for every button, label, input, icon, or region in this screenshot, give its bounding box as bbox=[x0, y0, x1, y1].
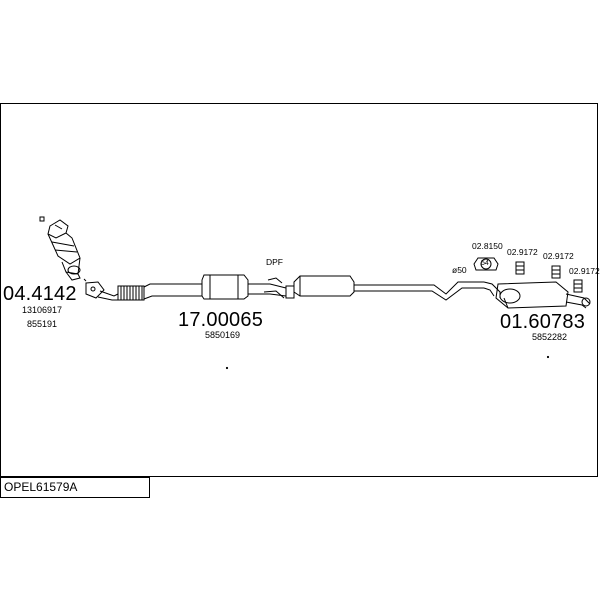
diagram-frame bbox=[0, 103, 598, 477]
oem-number: 5852282 bbox=[532, 332, 568, 342]
mount-number[interactable]: 02.9172 bbox=[507, 247, 538, 257]
bracket-size-label: 54 bbox=[481, 260, 489, 267]
dot-marker bbox=[225, 366, 229, 370]
mount-02-8150-drawing[interactable] bbox=[473, 257, 499, 271]
mount-number[interactable]: 02.9172 bbox=[569, 266, 600, 276]
oem-number: 5850169 bbox=[205, 330, 241, 340]
part-number-rear-silencer[interactable]: 01.60783 bbox=[500, 311, 586, 333]
dpf-label: DPF bbox=[266, 257, 283, 267]
reference-code: OPEL61579A bbox=[0, 477, 150, 498]
mount-number[interactable]: 02.9172 bbox=[543, 251, 574, 261]
oem-number: 855191 bbox=[27, 319, 58, 329]
mount-02-9172-c-drawing[interactable] bbox=[573, 279, 583, 293]
front-pipe-drawing[interactable] bbox=[39, 216, 202, 301]
mount-number[interactable]: 02.8150 bbox=[472, 241, 503, 251]
rear-silencer-drawing[interactable] bbox=[483, 281, 591, 309]
diameter-label: ø50 bbox=[452, 265, 467, 275]
part-number-front-pipe[interactable]: 04.4142 bbox=[3, 283, 77, 305]
dot-marker bbox=[546, 355, 550, 359]
mount-02-9172-a-drawing[interactable] bbox=[515, 261, 525, 275]
middle-pipe-drawing[interactable] bbox=[201, 274, 484, 301]
mount-02-9172-b-drawing[interactable] bbox=[551, 265, 561, 279]
oem-number: 13106917 bbox=[22, 305, 63, 315]
part-number-middle-pipe[interactable]: 17.00065 bbox=[178, 309, 264, 331]
